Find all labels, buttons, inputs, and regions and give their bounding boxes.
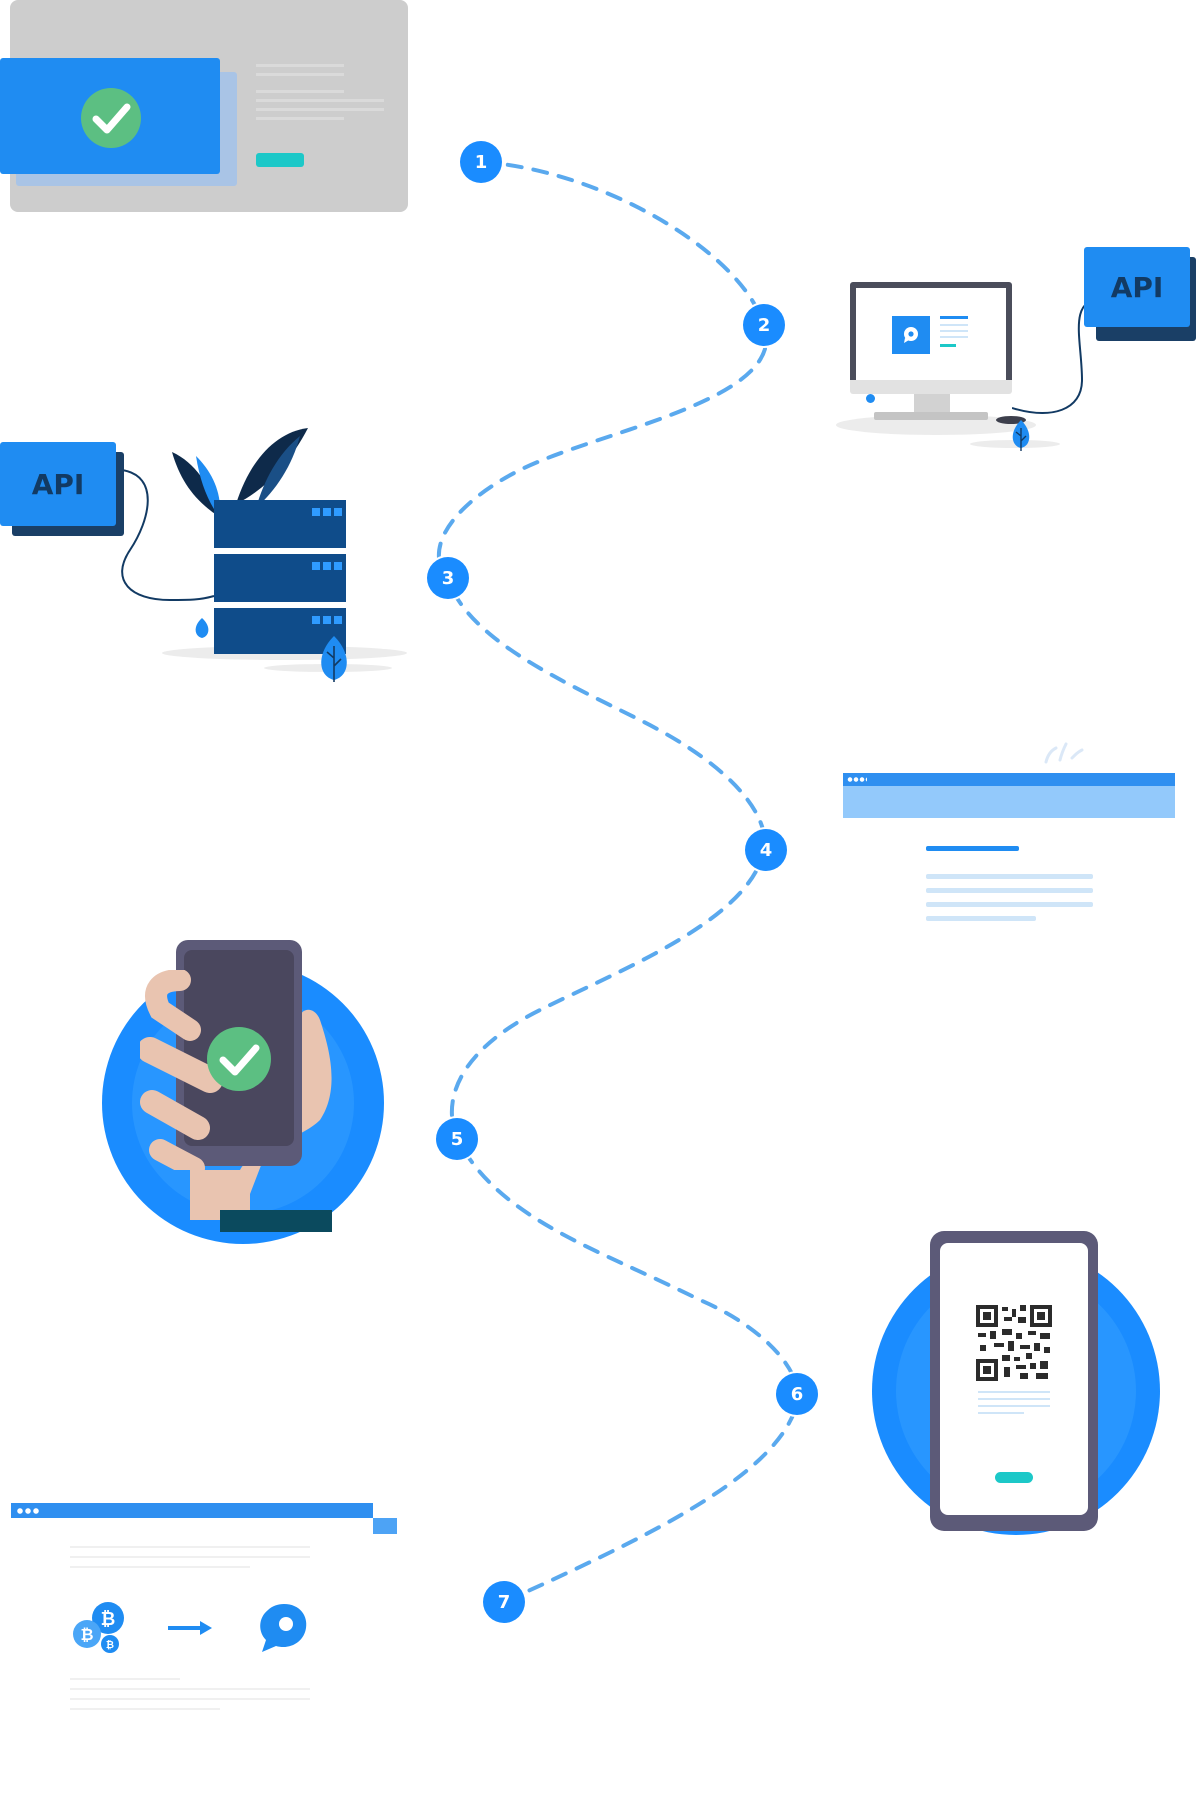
monitor-screen: [856, 288, 1006, 380]
step-marker-1: 1: [460, 141, 502, 183]
step-marker-3: 3: [427, 557, 469, 599]
server-lights-3: [312, 616, 344, 624]
server-unit-3: [214, 608, 346, 654]
content-line: [926, 888, 1093, 893]
svg-text:₿: ₿: [106, 1639, 114, 1651]
api-box-left: API: [0, 442, 116, 526]
teal-button-shape: [995, 1472, 1033, 1483]
floor-shadow: [836, 415, 1036, 435]
faint-lines-top: [70, 1546, 310, 1568]
confirmation-panel-illustration: [0, 0, 410, 215]
crypto-conversion-illustration: ₿ ₿ ₿: [0, 1490, 420, 1730]
browser-dots: [847, 777, 867, 782]
arrow-right-icon: [168, 1621, 212, 1635]
step-marker-7: 7: [483, 1581, 525, 1623]
phone-screen: [940, 1243, 1088, 1515]
step-marker-4: 4: [745, 829, 787, 871]
step-marker-5: 5: [436, 1118, 478, 1160]
monitor-chin: [850, 380, 1012, 394]
check-circle-icon: [207, 1027, 271, 1091]
panel-lines: [256, 64, 386, 120]
api-box-right: API: [1084, 247, 1190, 327]
browser-header: [843, 786, 1175, 818]
mouse: [996, 416, 1026, 424]
leaf-plant-icon: [195, 618, 209, 638]
browser-wireframe-illustration: [840, 740, 1180, 930]
leaf-plant-icon: [321, 636, 347, 682]
content-line: [926, 916, 1036, 921]
faint-lines-bottom: [70, 1678, 310, 1710]
content-line: [926, 902, 1093, 907]
step-marker-2: 2: [743, 304, 785, 346]
server-lights-1: [312, 508, 344, 516]
qr-code-icon: [976, 1305, 1052, 1381]
sleeve-cuff: [220, 1210, 332, 1232]
api-cable: [1012, 297, 1103, 414]
browser-dots: [16, 1508, 40, 1514]
leaf-plant-icon: [1012, 420, 1030, 451]
check-circle-icon: [81, 88, 141, 148]
sparkle-leaves: [1044, 742, 1084, 764]
chat-bubble-logo-icon: [904, 327, 918, 343]
svg-text:₿: ₿: [80, 1625, 93, 1644]
blue-dot: [866, 394, 875, 403]
browser-title-bar: [843, 773, 1175, 786]
api-cable: [121, 469, 215, 602]
server-api-illustration: API: [0, 420, 420, 682]
content-line: [926, 874, 1093, 879]
desktop-api-illustration: API: [830, 240, 1200, 455]
bitcoin-coin-icon: ₿ ₿ ₿: [73, 1602, 124, 1653]
qr-phone-illustration: [860, 1225, 1180, 1545]
monitor-base: [874, 412, 988, 420]
browser-title-bar: [11, 1503, 373, 1518]
server-lights-2: [312, 562, 344, 570]
monitor-stand: [914, 394, 950, 412]
corner-tab: [373, 1518, 397, 1534]
chat-bubble-logo-icon: [260, 1604, 307, 1652]
fingers: [140, 970, 223, 1170]
content-heading-line: [926, 846, 1019, 851]
teal-button-shape: [256, 153, 304, 167]
step-marker-6: 6: [776, 1373, 818, 1415]
phone-confirmation-illustration: [90, 940, 410, 1244]
svg-text:₿: ₿: [101, 1609, 116, 1630]
screen-lines: [940, 316, 968, 347]
qr-caption-lines: [978, 1391, 1050, 1414]
